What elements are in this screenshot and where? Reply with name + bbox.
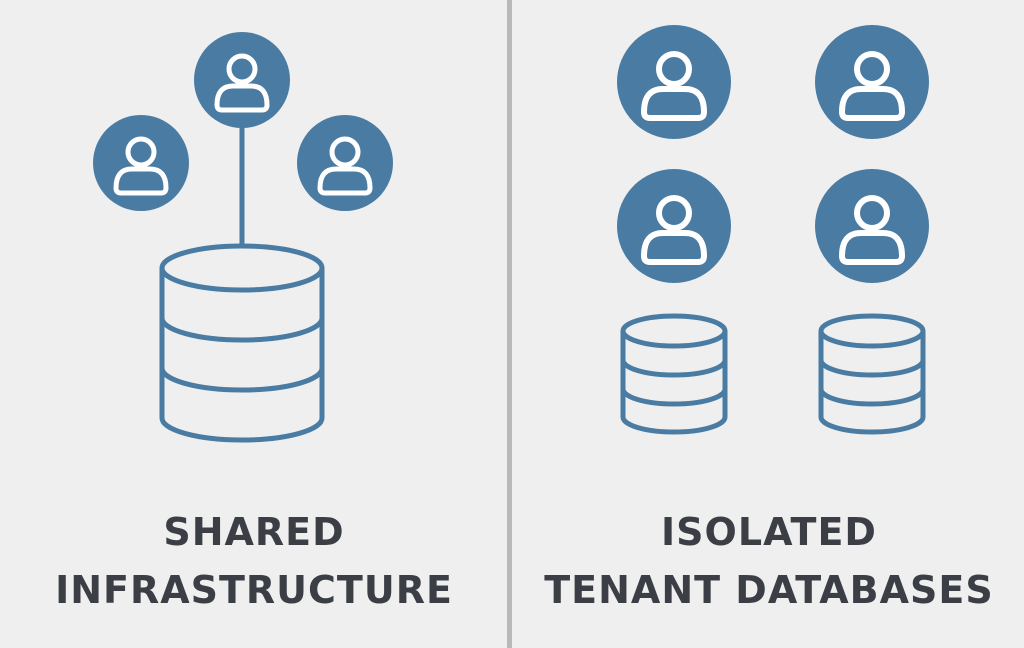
shared-infrastructure-diagram <box>93 32 393 443</box>
caption-line: ISOLATED <box>661 510 877 554</box>
user-icon <box>194 32 290 128</box>
caption-line: INFRASTRUCTURE <box>55 568 453 612</box>
shared-infrastructure-caption: SHARED INFRASTRUCTURE <box>0 503 508 619</box>
shared-infrastructure-panel: SHARED INFRASTRUCTURE <box>0 0 508 648</box>
user-icon <box>815 169 929 283</box>
user-icon <box>617 169 731 283</box>
caption-line: SHARED <box>163 510 345 554</box>
panel-divider <box>507 0 512 648</box>
user-icon <box>297 115 393 211</box>
isolated-tenant-databases-caption: ISOLATED TENANT DATABASES <box>514 503 1024 619</box>
user-icon <box>815 25 929 139</box>
user-icon <box>617 25 731 139</box>
database-icon <box>620 313 728 435</box>
isolated-tenant-diagram <box>617 25 929 435</box>
database-icon <box>159 243 325 443</box>
database-icon <box>818 313 926 435</box>
caption-line: TENANT DATABASES <box>544 568 994 612</box>
isolated-tenant-databases-panel: ISOLATED TENANT DATABASES <box>514 0 1024 648</box>
user-icon <box>93 115 189 211</box>
